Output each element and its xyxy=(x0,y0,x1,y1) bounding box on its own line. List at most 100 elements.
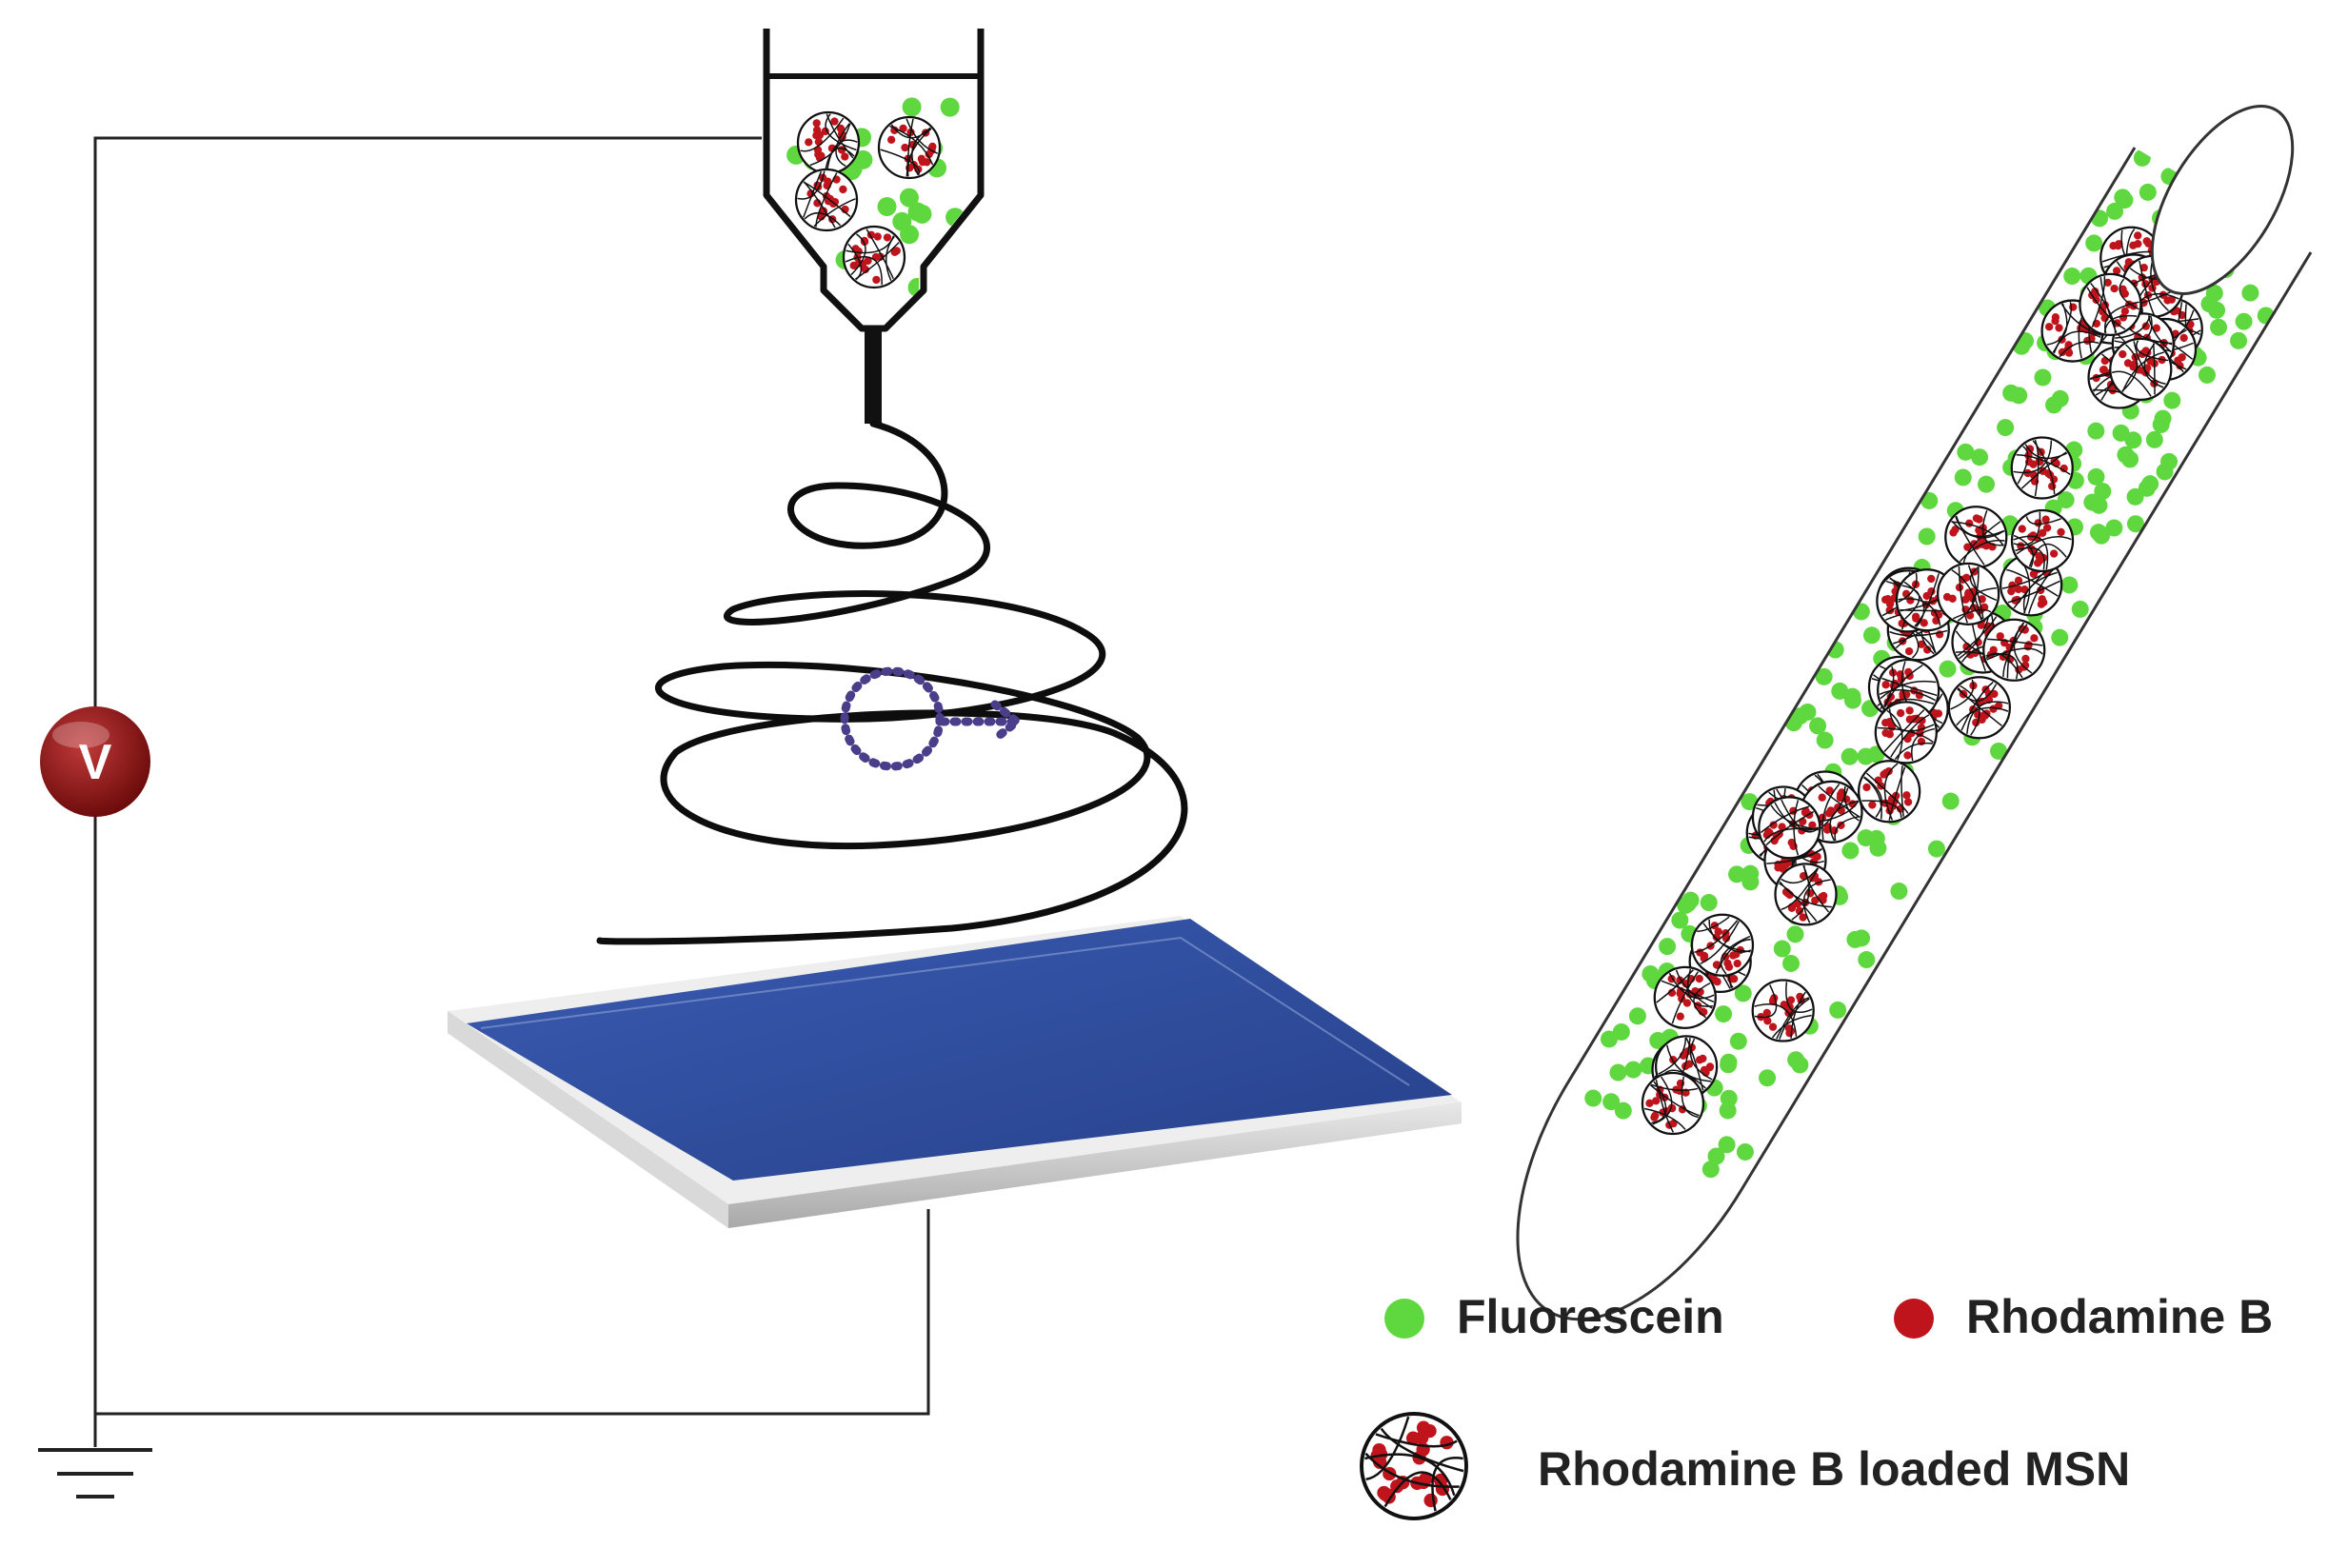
fluorescein-dot xyxy=(1720,1056,1738,1074)
legend-item-msn: Rhodamine B loaded MSN xyxy=(1360,1412,2130,1520)
fluorescein-dot xyxy=(2156,463,2174,481)
msn-particle xyxy=(2079,272,2142,337)
msn-particle xyxy=(1774,863,1838,926)
fluorescein-dot xyxy=(2121,450,2139,468)
fluorescein-dot xyxy=(1602,1093,1621,1111)
msn-particle xyxy=(2010,436,2074,500)
voltage-label: V xyxy=(79,735,112,790)
msn-particle xyxy=(2109,337,2173,402)
fluorescein-dot xyxy=(1857,747,1875,765)
msn-particle xyxy=(1982,618,2046,682)
fluorescein-dot xyxy=(1927,840,1945,858)
fluorescein-dot xyxy=(1782,954,1801,972)
ground-symbol xyxy=(38,1448,152,1499)
fluorescein-dot xyxy=(1816,731,1834,749)
fluorescein-dot xyxy=(2145,430,2163,448)
fluorescein-dot xyxy=(2126,487,2144,506)
fluorescein-dot xyxy=(2235,312,2253,330)
legend-label-fluorescein: Fluorescein xyxy=(1457,1290,1724,1343)
fluorescein-dot xyxy=(2126,515,2144,533)
fluorescein-dot xyxy=(2205,284,2223,302)
fluorescein-dot xyxy=(1918,527,1936,546)
legend-label-msn: Rhodamine B loaded MSN xyxy=(1538,1442,2130,1496)
fluorescein-dot xyxy=(1624,1061,1642,1079)
fluorescein-dot xyxy=(1852,603,1870,621)
msn-particle xyxy=(1690,913,1755,977)
msn-particle xyxy=(877,115,942,180)
fluorescein-dot xyxy=(2085,234,2103,252)
fluorescein-dot xyxy=(1920,491,1939,509)
fluorescein-dot xyxy=(1671,911,1689,929)
fluorescein-dot xyxy=(1941,792,1960,810)
fluorescein-dot xyxy=(1719,1102,1737,1120)
fluorescein-dot xyxy=(2230,331,2248,349)
msn-particle xyxy=(1758,796,1821,860)
voltage-source: V xyxy=(40,706,150,817)
fluorescein-dot xyxy=(943,262,963,282)
fluorescein-dot xyxy=(1862,626,1880,645)
circuit-wire xyxy=(93,136,930,1447)
fluorescein-dot xyxy=(1841,747,1859,765)
fluorescein-dot xyxy=(2138,479,2156,497)
msn-particle xyxy=(1751,979,1815,1042)
fluorescein-dot xyxy=(1857,829,1875,847)
fluorescein-dot xyxy=(1718,1136,1736,1154)
collector-plate xyxy=(448,916,1462,1228)
fluorescein-dot xyxy=(2087,467,2105,486)
fluorescein-dot xyxy=(2241,284,2259,302)
fluorescein-dot xyxy=(1734,984,1752,1002)
fluorescein-dot xyxy=(2210,318,2228,336)
fluorescein-dot xyxy=(2090,496,2108,514)
msn-particle xyxy=(1857,760,1921,824)
fluorescein-dot xyxy=(877,197,897,217)
fluorescein-dot xyxy=(2034,368,2052,387)
fluorescein-dot xyxy=(1584,1089,1602,1107)
fluorescein-dot xyxy=(2060,576,2079,594)
legend-item-rhodamine: Rhodamine B xyxy=(1894,1290,2273,1343)
legend-item-fluorescein: Fluorescein xyxy=(1384,1290,1724,1343)
fluorescein-dot xyxy=(1831,682,1849,700)
fluorescein-dot xyxy=(902,97,922,117)
fluorescein-dot xyxy=(1700,894,1718,912)
fluorescein-dot xyxy=(1681,891,1700,909)
msn-particle xyxy=(1944,506,2008,569)
fluorescein-dot xyxy=(2198,366,2216,384)
fluorescein-dot xyxy=(1829,1001,1847,1019)
msn-particle xyxy=(796,110,861,175)
fluorescein-swatch xyxy=(1384,1299,1424,1339)
fluorescein-dot xyxy=(1841,842,1860,860)
fluorescein-dot xyxy=(776,287,796,307)
msn-particle xyxy=(1947,676,2012,740)
fluorescein-dot xyxy=(2133,149,2151,167)
whipping-motion-indicator xyxy=(840,666,1025,771)
fluorescein-dot xyxy=(1990,742,2008,760)
legend-label-rhodamine: Rhodamine B xyxy=(1966,1290,2273,1343)
fluorescein-dot xyxy=(2093,526,2111,545)
fluorescein-dot xyxy=(1609,1063,1627,1082)
fluorescein-dot xyxy=(1954,468,1972,486)
fluorescein-dot xyxy=(1957,443,1975,461)
fluorescein-dot xyxy=(1741,793,1759,811)
fluorescein-dot xyxy=(2071,600,2089,618)
fluorescein-dot xyxy=(1628,1007,1646,1025)
fluorescein-dot xyxy=(2116,191,2134,209)
fluorescein-dot xyxy=(2051,628,2069,646)
legend: Fluorescein Rhodamine B Rhodamine B load… xyxy=(1360,1290,2273,1520)
fluorescein-dot xyxy=(1612,1022,1630,1041)
fluorescein-dot xyxy=(1997,419,2015,437)
fluorescein-dot xyxy=(1869,839,1887,857)
fluorescein-dot xyxy=(2163,391,2181,409)
msn-swatch xyxy=(1360,1412,1468,1520)
fluorescein-dot xyxy=(2063,268,2081,286)
fluorescein-dot xyxy=(1701,1161,1720,1179)
fluorescein-dot xyxy=(1809,717,1827,735)
fluorescein-dot xyxy=(1759,1069,1777,1087)
msn-particle xyxy=(1360,1412,1468,1520)
msn-particle xyxy=(1641,1071,1705,1136)
fluorescein-dot xyxy=(1728,865,1746,883)
fluorescein-dot xyxy=(1853,929,1871,947)
fluorescein-dot xyxy=(2045,396,2063,414)
fluorescein-dot xyxy=(1715,1005,1733,1023)
syringe xyxy=(763,29,985,424)
